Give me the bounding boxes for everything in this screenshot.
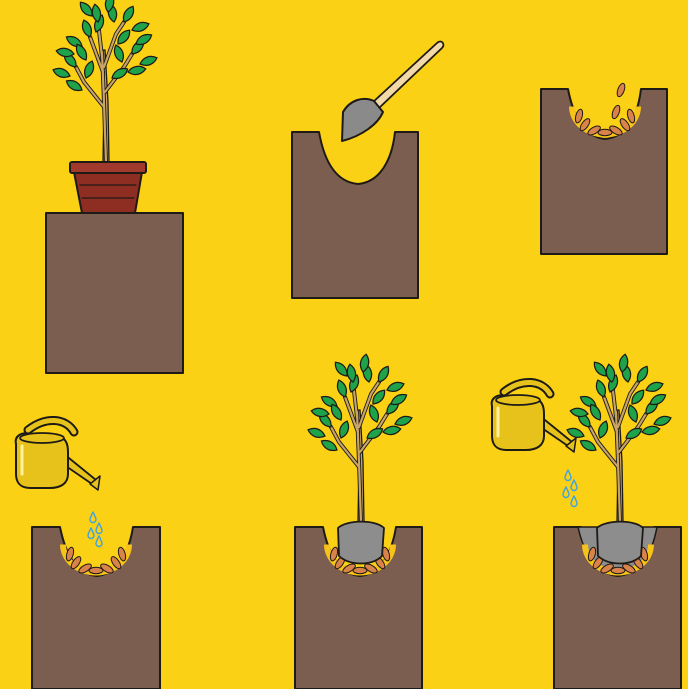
can-top xyxy=(496,395,540,405)
pot-icon xyxy=(74,172,142,213)
pebble-icon xyxy=(598,129,612,135)
can-top xyxy=(20,433,64,443)
pebble-icon xyxy=(611,567,625,573)
pot-rim xyxy=(70,162,146,173)
pebble-icon xyxy=(89,567,103,573)
pebble-icon xyxy=(353,567,367,573)
root-ball-icon xyxy=(597,522,643,564)
soil-block-icon xyxy=(46,213,183,373)
root-ball-icon xyxy=(338,522,384,564)
